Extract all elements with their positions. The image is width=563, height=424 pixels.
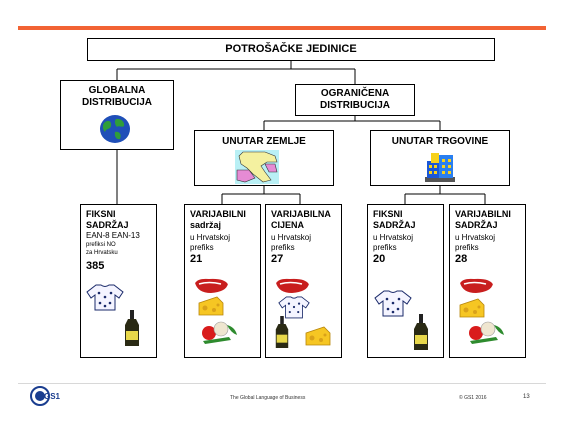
leaf-number: 20 <box>373 253 386 265</box>
leaf-fixed-content-global: FIKSNI SADRŽAJ EAN-8 EAN-13 prefiksi NO … <box>80 204 157 358</box>
leaf-title-line2: SADRŽAJ <box>373 220 416 230</box>
inside-store-box: UNUTAR TRGOVINE <box>370 130 510 186</box>
leaf-title-line1: VARIJABILNI <box>190 209 246 219</box>
limited-title-line1: OGRANIČENA <box>320 88 390 99</box>
leaf-sub-2: prefiksi NO <box>86 242 116 248</box>
wine-bottle-icon <box>275 316 289 348</box>
root-box: POTROŠAČKE JEDINICE <box>87 38 495 61</box>
leaf-sub-2: prefiks <box>190 243 214 252</box>
leaf-title-line2: SADRŽAJ <box>86 220 129 230</box>
leaf-fixed-content-store: FIKSNI SADRŽAJ u Hrvatskoj prefiks 20 <box>367 204 444 358</box>
wine-bottle-icon <box>125 310 139 346</box>
global-title-line1: GLOBALNA <box>88 85 146 96</box>
gs1-logo-text: GS1 <box>44 392 61 401</box>
leaf-variable-content-store: VARIJABILNI SADRŽAJ u Hrvatskoj prefiks … <box>449 204 526 358</box>
footer-divider <box>18 383 546 384</box>
leaf-title-line1: FIKSNI <box>86 209 116 219</box>
leaf-sub-1: u Hrvatskoj <box>271 233 312 242</box>
cheese-icon <box>459 298 485 318</box>
sweater-icon <box>374 290 412 317</box>
cheese-icon <box>305 326 331 346</box>
gs1-logo: GS1 <box>30 386 61 406</box>
globe-icon <box>100 115 130 143</box>
leaf-sub-2: prefiks <box>455 243 479 252</box>
leaf-sub-2: prefiks <box>373 243 397 252</box>
footer-tagline: The Global Language of Business <box>230 395 306 401</box>
leaf-variable-content-country: VARIJABILNI sadržaj u Hrvatskoj prefiks … <box>184 204 261 358</box>
leaf-sub-3: za Hrvatsku <box>86 250 118 256</box>
leaf-number: 27 <box>271 253 284 265</box>
footer-copyright: © GS1 2016 <box>459 395 487 401</box>
wine-bottle-icon <box>414 314 428 350</box>
root-title: POTROŠAČKE JEDINICE <box>225 43 357 55</box>
leaf-title-line1: FIKSNI <box>373 209 403 219</box>
steak-icon <box>457 276 496 296</box>
leaf-sub-1: u Hrvatskoj <box>455 233 496 242</box>
leaf-title-line2: SADRŽAJ <box>455 220 498 230</box>
limited-title-line2: DISTRIBUCIJA <box>319 100 390 111</box>
country-title: UNUTAR ZEMLJE <box>222 136 306 147</box>
leaf-title-line2: sadržaj <box>190 220 222 230</box>
inside-country-box: UNUTAR ZEMLJE <box>194 130 334 186</box>
global-distribution-box: GLOBALNA DISTRIBUCIJA <box>60 80 174 150</box>
store-title: UNUTAR TRGOVINE <box>391 136 489 147</box>
page-number: 13 <box>523 394 530 400</box>
global-title-line2: DISTRIBUCIJA <box>81 97 152 108</box>
steak-icon <box>273 276 312 296</box>
leaf-title-line2: CIJENA <box>271 220 305 230</box>
leaf-sub-1: u Hrvatskoj <box>190 233 231 242</box>
leaf-number: 21 <box>190 253 203 265</box>
leaf-title-line1: VARIJABILNI <box>455 209 511 219</box>
croatia-map-icon <box>235 150 279 184</box>
vegetables-icon <box>469 321 504 344</box>
cheese-icon <box>198 296 224 316</box>
leaf-title-line1: VARIJABILNA <box>271 209 331 219</box>
sweater-icon <box>278 296 310 319</box>
store-building-icon <box>425 153 455 182</box>
sweater-icon <box>86 284 124 311</box>
vegetables-icon <box>202 321 237 344</box>
steak-icon <box>192 276 231 296</box>
leaf-sub-1: u Hrvatskoj <box>373 233 414 242</box>
limited-distribution-box: OGRANIČENA DISTRIBUCIJA <box>295 84 415 116</box>
leaf-sub-1: EAN-8 EAN-13 <box>86 231 140 240</box>
leaf-variable-price-country: VARIJABILNA CIJENA u Hrvatskoj prefiks 2… <box>265 204 342 358</box>
leaf-sub-2: prefiks <box>271 243 295 252</box>
leaf-number: 28 <box>455 253 468 265</box>
accent-bar <box>18 26 546 30</box>
leaf-number: 385 <box>86 260 105 272</box>
